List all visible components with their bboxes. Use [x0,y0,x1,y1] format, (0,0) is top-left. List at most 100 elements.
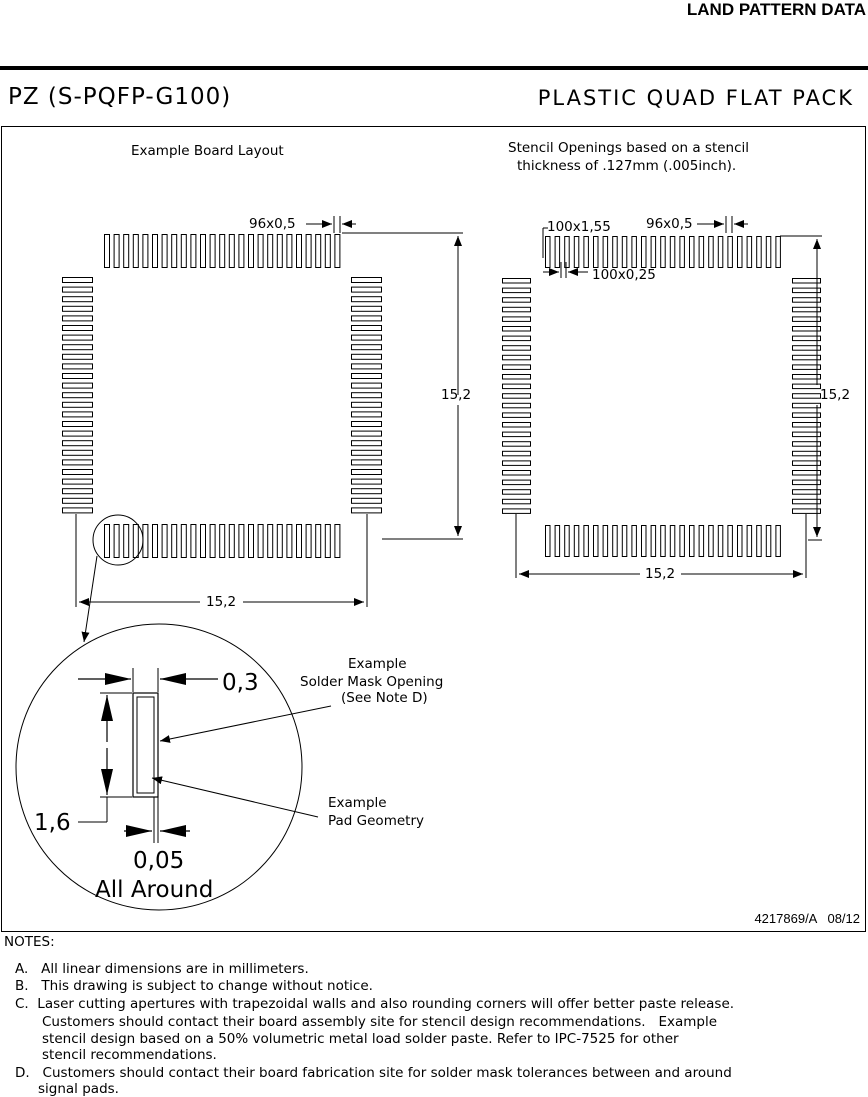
board-pad-right [351,334,382,341]
board-pad-left [62,305,93,312]
header-title: LAND PATTERN DATA [686,0,866,19]
stencil-pad-bottom [737,525,743,557]
mask-label-line3: (See Note D) [341,690,428,706]
board-pad-top [267,234,274,268]
stencil-pad-top [746,236,753,268]
stencil-pad-top [689,236,695,268]
stencil-pad-left [502,374,531,380]
board-pad-bottom [296,524,302,558]
board-pad-left [62,382,93,389]
stencil-pad-right [792,470,821,476]
stencil-pad-right [792,450,821,457]
stencil-pad-right [792,441,821,447]
board-pad-right [351,315,382,322]
board-pad-right [351,488,382,495]
stencil-pad-bottom [775,525,781,557]
stencil-pad-bottom [717,525,724,557]
board-pad-right [351,449,382,456]
stencil-pad-left [502,412,531,418]
stencil-pad-right [792,431,821,438]
board-pad-right [351,411,382,418]
detail-view [15,623,332,911]
stencil-pad-left [502,422,531,428]
board-pad-left [62,315,93,322]
stencil-pad-top [641,236,647,268]
stencil-pad-right [792,287,821,294]
board-pad-bottom [315,524,322,558]
board-pad-left [62,344,93,351]
board-pad-top [334,234,341,268]
stencil-pad-bottom [583,525,589,557]
board-height-dim: 15,2 [441,387,472,403]
board-pad-top [161,234,168,268]
board-pad-bottom [113,524,120,558]
stencil-pad-left [502,364,531,370]
stencil-pad-bottom [621,525,628,557]
stencil-pad-top [660,236,666,268]
board-pad-bottom [209,524,216,558]
board-pad-left [62,440,93,447]
board-pad-top [171,234,178,268]
stencil-pad-right [792,306,821,313]
stencil-pad-right [792,374,821,380]
stencil-pad-left [502,278,531,284]
board-pad-bottom [180,524,187,558]
board-pad-bottom [238,524,245,558]
package-type: PLASTIC QUAD FLAT PACK [537,86,854,110]
mask-label-line1: Example [348,656,407,672]
board-pad-right [351,305,382,312]
board-pad-top [209,234,216,268]
board-pad-left [62,277,93,283]
stencil-pad-left [502,498,531,505]
stencil-height-dim: 15,2 [820,387,851,403]
stencil-pad-left [502,354,531,361]
board-dimensions [75,216,463,643]
stencil-pad-bottom [612,525,618,557]
stencil-pad-left [502,450,531,457]
detail-clearance-note: All Around [95,877,214,903]
stencil-pad-left [502,297,531,303]
stencil-pad-top [727,236,733,268]
note-b: B. This drawing is subject to change wit… [15,978,373,994]
stencil-pad-top [602,236,609,268]
board-pad-bottom [142,524,149,558]
stencil-pad-top [554,236,561,268]
stencil-pad-bottom [545,525,551,557]
package-id: PZ (S-PQFP-G100) [8,84,232,110]
board-pad-left [62,469,93,475]
board-pad-bottom [276,524,283,558]
stencil-width-label: 100x0,25 [592,267,656,283]
stencil-pad-left [502,393,531,399]
board-pad-right [351,353,382,360]
board-pad-top [257,234,264,268]
drawing-frame [1,126,866,932]
stencil-pad-top [593,236,599,268]
board-pad-bottom [228,524,235,558]
board-pad-top [104,234,110,268]
stencil-pad-bottom [669,525,676,557]
stencil-pad-right [792,393,821,399]
board-pad-left [62,401,93,408]
stencil-pad-top [708,236,714,268]
stencil-pad-top [631,236,637,268]
board-width-dim: 15,2 [206,594,237,610]
board-pad-left [62,430,93,437]
stencil-pad-top [717,236,724,268]
notes-title: NOTES: [4,934,55,950]
board-pad-left [62,497,93,504]
stencil-pad-left [502,326,531,332]
stencil-pad-bottom [573,525,580,557]
board-pad-right [351,478,382,485]
board-pad-left [62,363,93,370]
board-layout-title: Example Board Layout [131,143,284,159]
stencil-pad-top [583,236,589,268]
header-rule [0,66,868,70]
stencil-pad-left [502,470,531,476]
board-pad-left [62,459,93,466]
board-pad-bottom [104,524,110,558]
stencil-pad-left [502,335,531,342]
stencil-pad-bottom [689,525,695,557]
detail-width-dim: 0,3 [222,670,259,696]
board-pad-top [286,234,293,268]
stencil-pad-right [792,460,821,466]
